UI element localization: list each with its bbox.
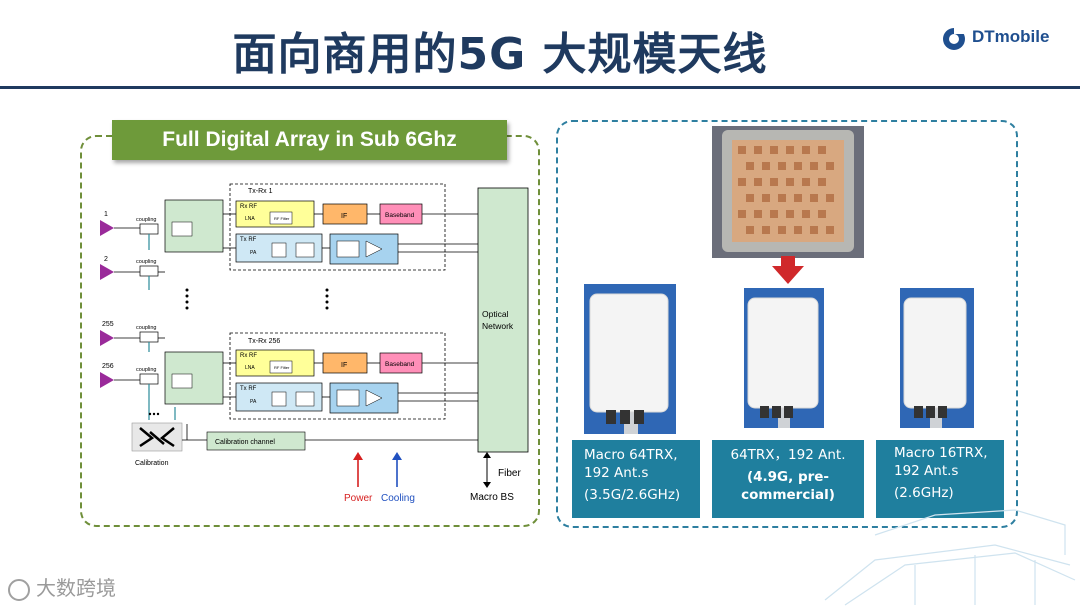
- coupling-label-1: coupling: [136, 217, 157, 223]
- watermark-icon: [8, 578, 30, 601]
- svg-text:Rx RF: Rx RF: [240, 353, 257, 359]
- svg-text:Baseband: Baseband: [385, 361, 415, 368]
- antenna-port-1: 1: [100, 211, 114, 236]
- antenna-array-photo: [712, 126, 864, 258]
- port-label-256: 256: [102, 363, 114, 370]
- product-caption-4-9g: 64TRX，192 Ant. (4.9G, pre- commercial): [712, 440, 864, 518]
- caption-line: 192 Ant.s: [894, 463, 959, 479]
- watermark-text: 大数跨境: [36, 576, 116, 600]
- dtmobile-logo: [943, 28, 965, 50]
- right-panel-frame: [556, 120, 1018, 528]
- product-photo-64trx: [584, 284, 676, 434]
- caption-line: (2.6GHz): [894, 485, 954, 501]
- optical-network-label: Optical: [482, 309, 509, 319]
- down-arrow-icon: [772, 256, 804, 284]
- macro-bs-label: Macro BS: [470, 492, 514, 503]
- calibration-channel-label: Calibration channel: [215, 439, 275, 446]
- panel-banner: Full Digital Array in Sub 6Ghz: [112, 120, 507, 160]
- antenna-port-255: 255: [100, 321, 114, 346]
- port-label-1: 1: [104, 211, 108, 218]
- svg-text:Baseband: Baseband: [385, 212, 415, 219]
- coupling-label-256: coupling: [136, 367, 157, 373]
- calibration-channel-block: [206, 431, 306, 451]
- coupling-label-255: coupling: [136, 325, 157, 331]
- caption-line: Macro 64TRX,: [584, 447, 678, 463]
- caption-line: 64TRX，192 Ant.: [730, 447, 846, 463]
- svg-text:IF: IF: [341, 362, 347, 369]
- antenna-port-2: 2: [100, 256, 114, 280]
- svg-text:PA: PA: [250, 250, 257, 256]
- svg-text:Tx RF: Tx RF: [240, 237, 257, 243]
- calibration-label: Calibration: [135, 460, 169, 467]
- antenna-port-256: 256: [100, 363, 114, 388]
- coupling-label-2: coupling: [136, 259, 157, 265]
- caption-line: (4.9G, pre-: [746, 469, 830, 485]
- brand-name: DTmobile: [972, 27, 1050, 46]
- svg-text:LNA: LNA: [245, 365, 255, 371]
- product-photo-4-9g: [744, 288, 824, 428]
- svg-text:Tx RF: Tx RF: [240, 386, 257, 392]
- array-block-diagram: 1 2 255 256 coupling coupling coupling c…: [100, 183, 529, 504]
- product-photo-16trx: [900, 288, 974, 428]
- background-sketch: [824, 509, 1076, 606]
- slide-title: 面向商用的5G 大规模天线: [232, 29, 768, 80]
- cooling-label: Cooling: [381, 493, 415, 504]
- txrx-group-1: [229, 183, 446, 271]
- product-caption-64trx: Macro 64TRX, 192 Ant.s (3.5G/2.6GHz): [572, 440, 700, 518]
- fiber-label: Fiber: [498, 468, 521, 479]
- txrx-bottom-label: Tx-Rx 256: [248, 338, 280, 345]
- txrx-group-256: [229, 332, 446, 420]
- svg-text:Rx RF: Rx RF: [240, 204, 257, 210]
- port-label-2: 2: [104, 256, 108, 263]
- title-divider: [0, 86, 1080, 89]
- svg-text:RF Filter: RF Filter: [274, 216, 290, 221]
- caption-line: (3.5G/2.6GHz): [584, 487, 681, 503]
- port-label-255: 255: [102, 321, 114, 328]
- txrx-top-label: Tx-Rx 1: [248, 188, 273, 195]
- svg-text:LNA: LNA: [245, 216, 255, 222]
- svg-text:PA: PA: [250, 399, 257, 405]
- svg-text:RF Filter: RF Filter: [274, 365, 290, 370]
- caption-line: commercial): [741, 487, 835, 503]
- svg-text:IF: IF: [341, 213, 347, 220]
- caption-line: Macro 16TRX,: [894, 445, 988, 461]
- product-caption-16trx: Macro 16TRX, 192 Ant.s (2.6GHz): [876, 440, 1004, 518]
- power-label: Power: [344, 493, 373, 504]
- svg-text:Network: Network: [482, 321, 514, 331]
- caption-line: 192 Ant.s: [584, 465, 649, 481]
- optical-network-block: [477, 187, 529, 453]
- watermark: 大数跨境: [8, 572, 116, 601]
